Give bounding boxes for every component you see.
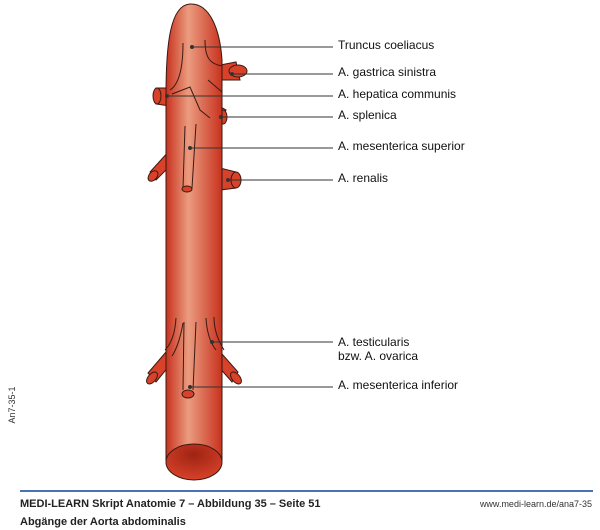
footer-divider [20, 490, 593, 492]
label-mesenterica-inferior: A. mesenterica inferior [338, 378, 459, 392]
label-truncus-coeliacus: Truncus coeliacus [338, 38, 435, 52]
label-mesenterica-superior: A. mesenterica superior [338, 139, 465, 153]
footer-url[interactable]: www.medi-learn.de/ana7-35 [479, 499, 592, 509]
figure-code: An7-35-1 [7, 386, 17, 424]
label-hepatica-communis: A. hepatica communis [338, 87, 457, 101]
label-gastrica-sinistra: A. gastrica sinistra [338, 65, 437, 79]
aorta-body [165, 3, 223, 461]
label-testicularis: A. testicularis [338, 335, 410, 349]
label-renalis: A. renalis [338, 171, 389, 185]
label-splenica: A. splenica [338, 108, 397, 122]
aorta-lumen [165, 443, 223, 481]
footer-subtitle: Abgänge der Aorta abdominalis [20, 516, 186, 528]
footer-title: MEDI-LEARN Skript Anatomie 7 – Abbildung… [20, 498, 321, 510]
label-ovarica: bzw. A. ovarica [338, 349, 419, 363]
